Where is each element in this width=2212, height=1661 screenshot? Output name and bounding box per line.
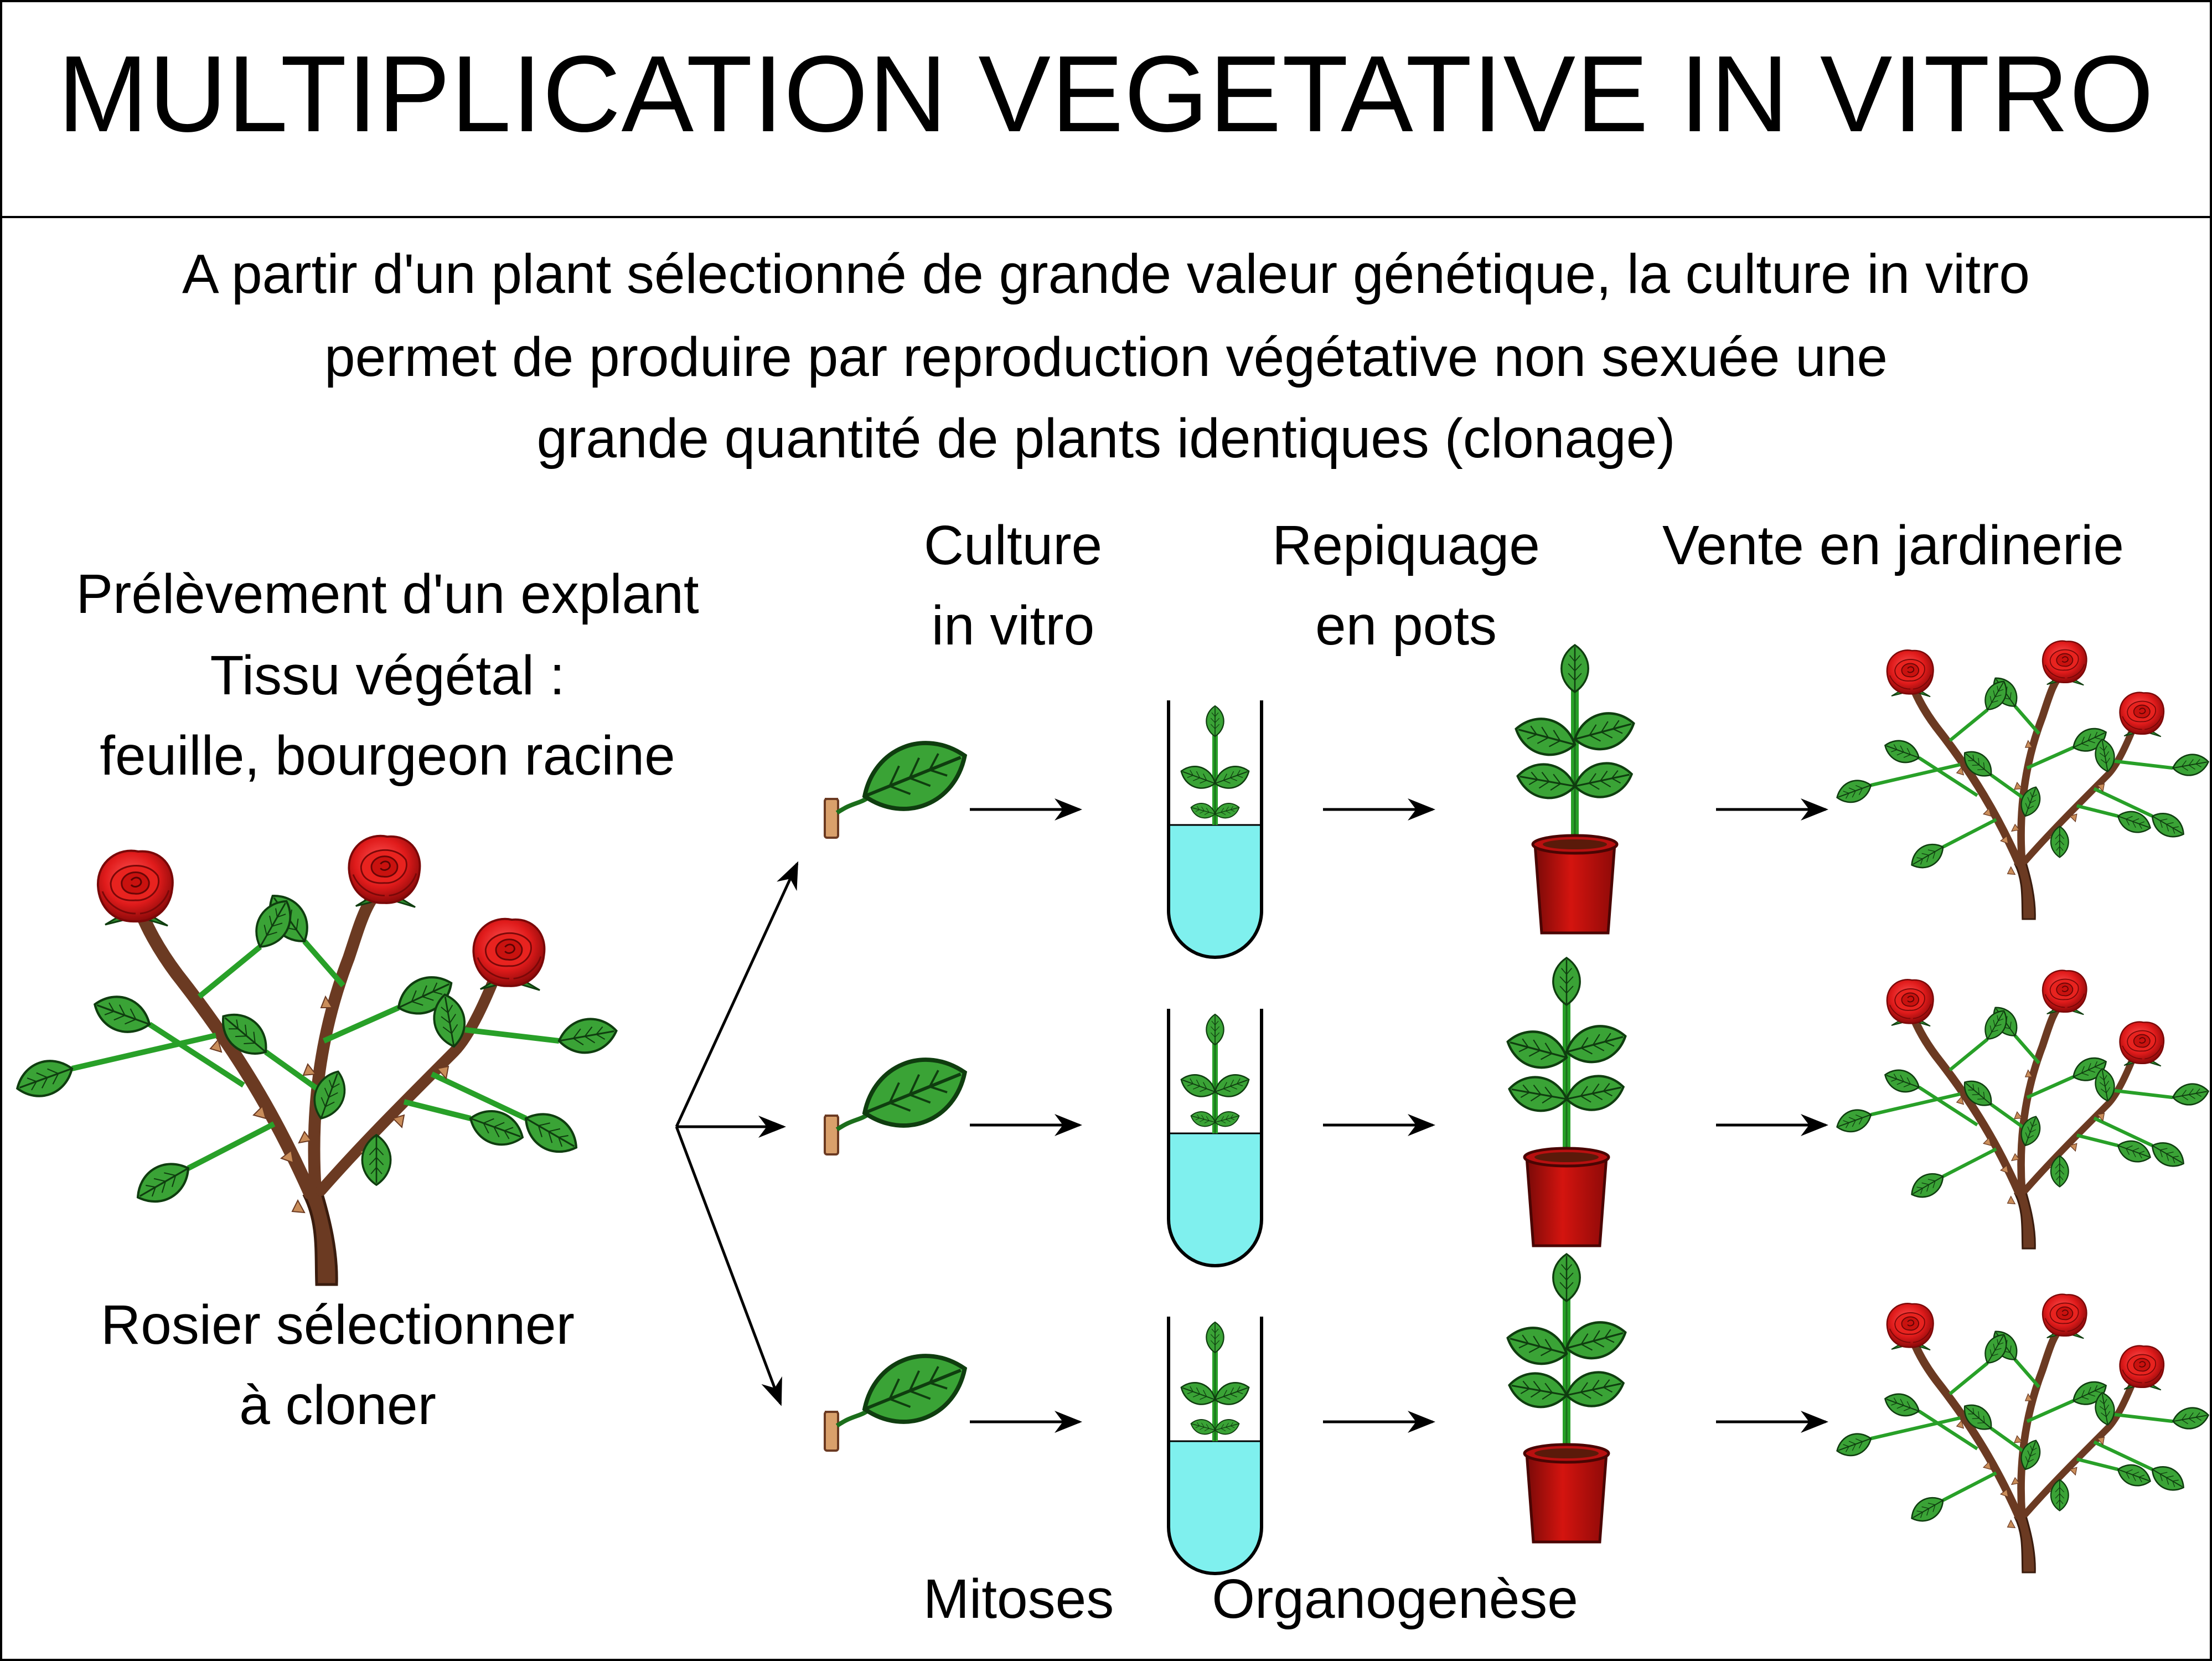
arrow-to-row-3 — [675, 1126, 782, 1406]
parent-label-line-2: à cloner — [239, 1374, 436, 1436]
test-tube-2 — [1169, 1009, 1262, 1266]
explant-label-line-2: Tissu végétal : — [210, 644, 565, 706]
stage-culture-line-1: Culture — [923, 514, 1103, 576]
row-2 — [825, 958, 2210, 1266]
process-organogenese: Organogenèse — [1212, 1568, 1578, 1630]
rose-bush-clone-1 — [1833, 641, 2210, 919]
intro-line-2: permet de produire par reproduction végé… — [324, 326, 1888, 388]
potted-plant-1 — [1512, 645, 1639, 933]
potted-plant-2 — [1503, 958, 1630, 1246]
explant-3 — [825, 1340, 976, 1451]
arrow-to-row-1 — [675, 861, 799, 1128]
rose-bush-clone-2 — [1833, 971, 2210, 1249]
process-mitoses: Mitoses — [923, 1568, 1114, 1630]
rose-bush-clone-3 — [1833, 1294, 2210, 1572]
intro-line-1: A partir d'un plant sélectionné de grand… — [182, 243, 2030, 305]
parent-rose-bush — [12, 836, 619, 1285]
row-3 — [825, 1254, 2210, 1574]
test-tube-3 — [1169, 1317, 1262, 1574]
potted-plant-3 — [1503, 1254, 1630, 1542]
explant-2 — [825, 1044, 976, 1154]
explant-label-line-1: Prélèvement d'un explant — [76, 563, 699, 625]
test-tube-1 — [1169, 700, 1262, 957]
stage-vente: Vente en jardinerie — [1662, 514, 2124, 576]
stage-repiquage-line-2: en pots — [1315, 595, 1497, 657]
parent-label-line-1: Rosier sélectionner — [101, 1294, 575, 1356]
page-title: MULTIPLICATION VEGETATIVE IN VITRO — [58, 33, 2154, 154]
explant-1 — [825, 727, 976, 838]
explant-label-line-3: feuille, bourgeon racine — [100, 725, 675, 787]
stage-repiquage-line-1: Repiquage — [1272, 514, 1540, 576]
stage-culture-line-2: in vitro — [931, 595, 1095, 657]
row-1 — [825, 641, 2210, 957]
branch-arrows — [675, 861, 799, 1406]
intro-line-3: grande quantité de plants identiques (cl… — [536, 407, 1676, 470]
